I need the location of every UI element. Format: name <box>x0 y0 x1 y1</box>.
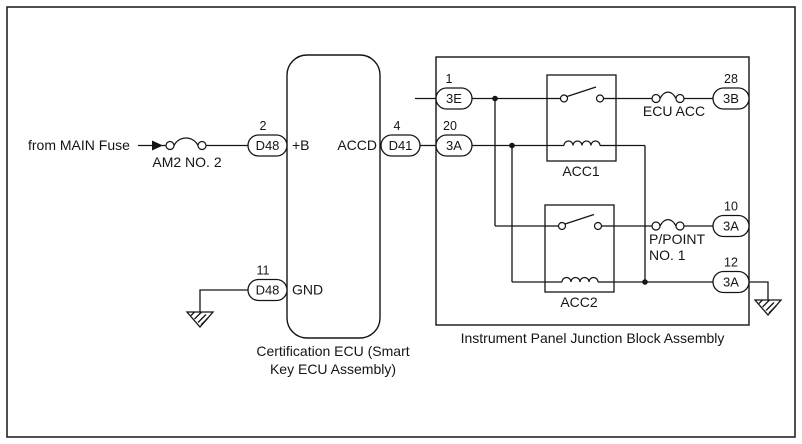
fuse-p-point-label-line2: NO. 1 <box>649 247 686 263</box>
relay-acc1-box <box>546 74 617 162</box>
junction-dot <box>492 95 498 102</box>
relay-acc2-switch-icon <box>557 213 603 231</box>
pin-number-12: 12 <box>724 256 738 270</box>
relay-acc2-coil-icon <box>561 276 599 283</box>
fuse-ecu-acc-icon <box>651 91 685 104</box>
connector-3b-pin28-label: 3B <box>723 91 739 106</box>
pin-plus-b-label: +B <box>292 137 310 153</box>
connector-d41-pin4: D41 <box>380 134 421 157</box>
fuse-am2-icon <box>165 137 207 151</box>
connector-d48-pin11-label: D48 <box>256 283 280 298</box>
junction-dot <box>642 279 648 285</box>
relay-acc1-coil-icon <box>563 140 601 146</box>
ecu-caption-line1: Certification ECU (Smart <box>256 343 409 359</box>
pin-number-1: 1 <box>446 72 453 86</box>
pin-number-2: 2 <box>260 119 267 133</box>
connector-3a-pin12-label: 3A <box>723 275 739 290</box>
fuse-ecu-acc-label: ECU ACC <box>643 103 705 119</box>
relay-acc2-label: ACC2 <box>560 294 598 310</box>
fuse-am2-label: AM2 NO. 2 <box>152 154 221 170</box>
flow-arrow-icon <box>152 140 163 151</box>
wire-3a12-to-ground <box>749 281 769 300</box>
page-border <box>6 6 796 438</box>
connector-3e-pin1-label: 3E <box>446 91 462 106</box>
ground-icon <box>753 299 783 316</box>
connector-3a-pin20-label: 3A <box>446 138 462 153</box>
pin-number-10: 10 <box>724 200 738 214</box>
connector-d48-pin2: D48 <box>247 134 288 157</box>
fuse-p-point-icon <box>651 218 685 231</box>
wire-gnd-pin-to-ground <box>199 289 248 312</box>
ground-icon <box>185 311 215 328</box>
source-label: from MAIN Fuse <box>28 137 130 153</box>
junction-dot <box>509 142 515 149</box>
relay-acc2-box <box>544 204 615 293</box>
connector-3e-pin1: 3E <box>435 87 473 110</box>
pin-number-20: 20 <box>443 119 457 133</box>
relay-acc1-switch-icon <box>559 86 605 103</box>
connector-d41-pin4-label: D41 <box>389 138 413 153</box>
pin-number-4: 4 <box>394 119 401 133</box>
certification-ecu-box <box>286 54 381 339</box>
junction-block-box <box>435 56 750 326</box>
fuse-p-point-label-line1: P/POINT <box>649 231 705 247</box>
connector-3a-pin10: 3A <box>712 214 750 238</box>
pin-number-28: 28 <box>724 72 738 86</box>
relay-acc1-label: ACC1 <box>562 163 600 179</box>
connector-3a-pin20: 3A <box>435 134 473 157</box>
connector-3a-pin12: 3A <box>712 270 750 294</box>
connector-3a-pin10-label: 3A <box>723 219 739 234</box>
connector-3b-pin28: 3B <box>712 87 750 110</box>
ecu-caption-line2: Key ECU Assembly) <box>270 361 396 377</box>
pin-gnd-label: GND <box>292 282 323 298</box>
junction-block-caption: Instrument Panel Junction Block Assembly <box>461 330 725 346</box>
connector-d48-pin2-label: D48 <box>256 138 280 153</box>
pin-accd-label: ACCD <box>337 137 377 153</box>
connector-d48-pin11: D48 <box>247 278 288 302</box>
pin-number-11: 11 <box>257 264 270 278</box>
